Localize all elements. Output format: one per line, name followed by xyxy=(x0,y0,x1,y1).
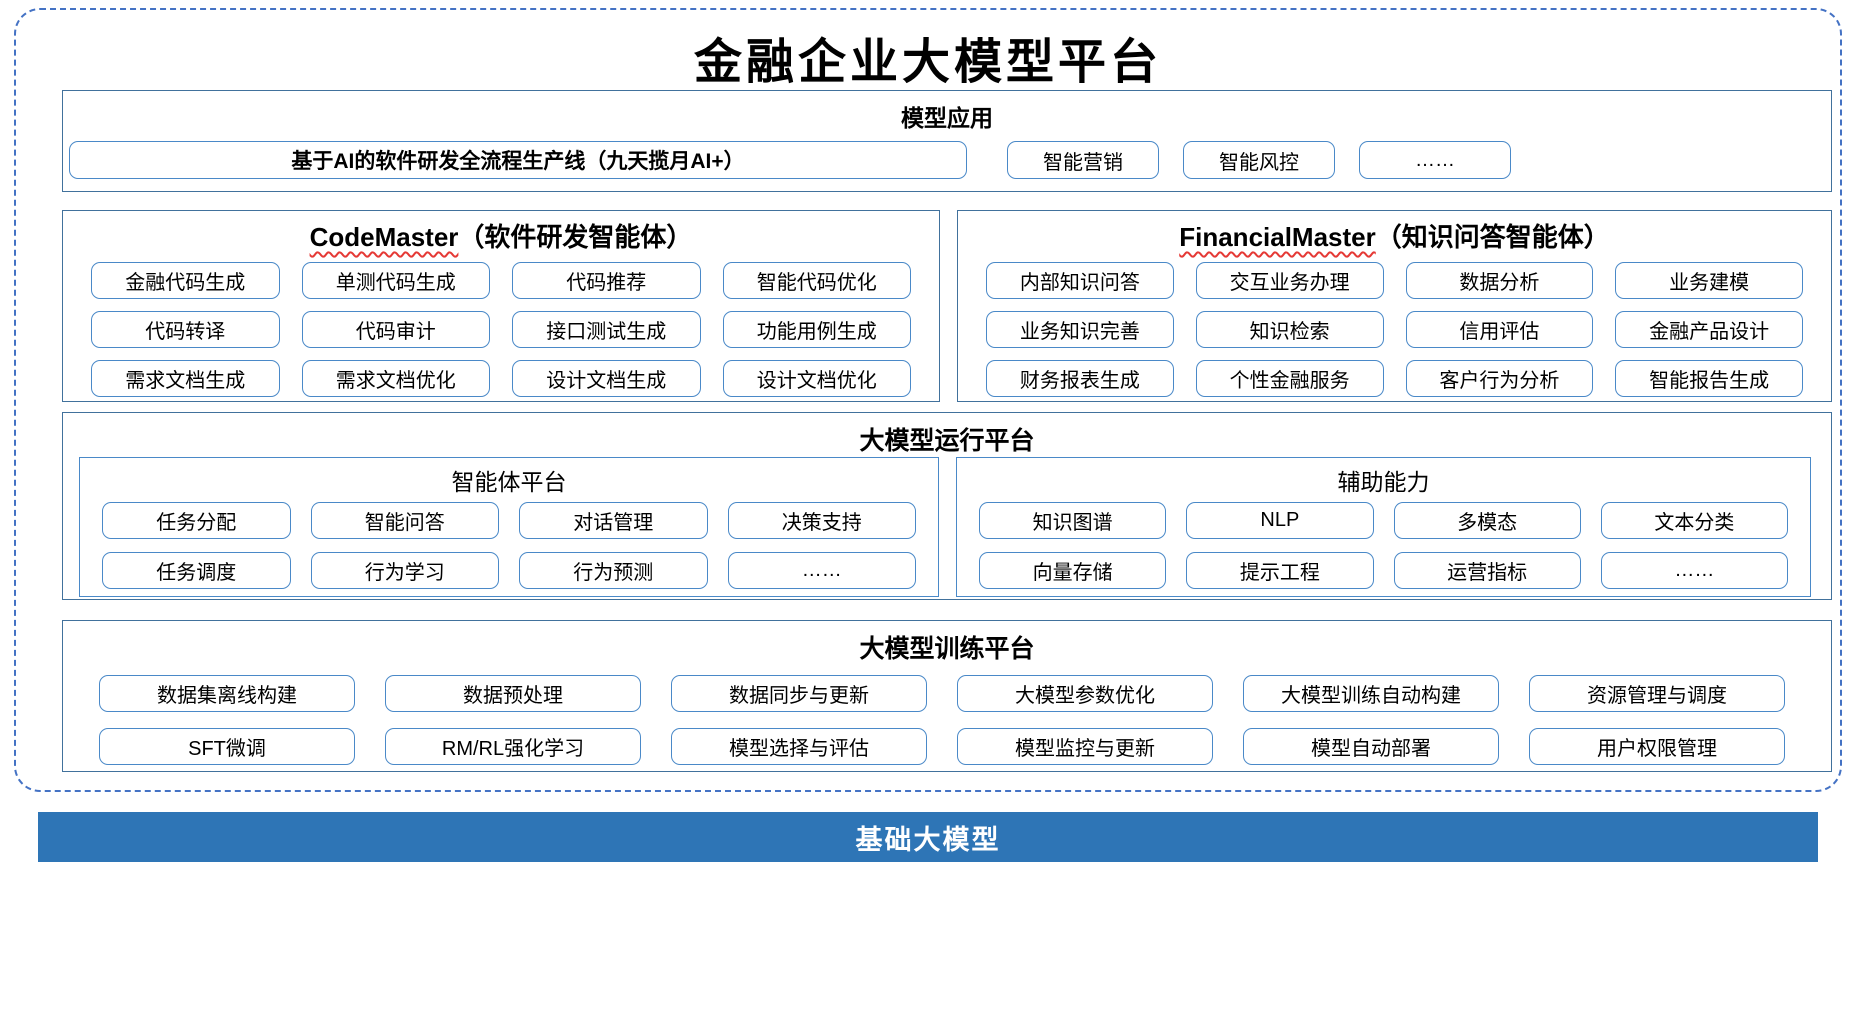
financialmaster-items-grid: 内部知识问答 交互业务办理 数据分析 业务建模 业务知识完善 知识检索 信用评估… xyxy=(986,262,1803,397)
financialmaster-title-en: FinancialMaster xyxy=(1179,222,1376,252)
capability-box: 设计文档优化 xyxy=(722,360,911,397)
capability-box: 金融产品设计 xyxy=(1615,311,1803,348)
page-title: 金融企业大模型平台 xyxy=(693,34,1162,90)
model-applications-row: 基于AI的软件研发全流程生产线（九天揽月AI+） 智能营销 智能风控 …… xyxy=(69,141,1837,179)
capability-box: 数据预处理 xyxy=(385,675,641,712)
capability-box: 运营指标 xyxy=(1393,552,1581,589)
capability-box: 内部知识问答 xyxy=(986,262,1174,299)
aux-capability-items-grid: 知识图谱 NLP 多模态 文本分类 向量存储 提示工程 运营指标 …… xyxy=(979,502,1788,589)
app-item-ellipsis-box: …… xyxy=(1359,141,1511,179)
capability-box: 模型自动部署 xyxy=(1243,728,1499,765)
capability-box: 大模型参数优化 xyxy=(957,675,1213,712)
outer-dashed-border xyxy=(14,8,1842,792)
codemaster-title-zh: （软件研发智能体） xyxy=(458,222,693,252)
capability-box: 资源管理与调度 xyxy=(1529,675,1785,712)
aux-capability-title: 辅助能力 xyxy=(1337,469,1430,495)
runtime-platform-title: 大模型运行平台 xyxy=(859,427,1035,455)
capability-box: 代码转译 xyxy=(91,311,280,348)
capability-box: 对话管理 xyxy=(519,502,708,539)
capability-box: 大模型训练自动构建 xyxy=(1243,675,1499,712)
capability-box: 提示工程 xyxy=(1186,552,1374,589)
codemaster-items-grid: 金融代码生成 单测代码生成 代码推荐 智能代码优化 代码转译 代码审计 接口测试… xyxy=(91,262,911,397)
capability-ellipsis-box: …… xyxy=(1600,552,1788,589)
financialmaster-title: FinancialMaster（知识问答智能体） xyxy=(958,211,1831,254)
capability-box: 智能代码优化 xyxy=(722,262,911,299)
capability-box: 智能报告生成 xyxy=(1615,360,1803,397)
capability-box: 代码推荐 xyxy=(512,262,701,299)
capability-box: 知识图谱 xyxy=(979,502,1167,539)
capability-box: NLP xyxy=(1186,502,1374,539)
capability-box: 知识检索 xyxy=(1195,311,1384,348)
app-pipeline-box: 基于AI的软件研发全流程生产线（九天揽月AI+） xyxy=(69,141,967,179)
capability-box: 决策支持 xyxy=(727,502,916,539)
capability-box: 代码审计 xyxy=(301,311,490,348)
capability-box: 设计文档生成 xyxy=(512,360,701,397)
capability-box: 智能问答 xyxy=(310,502,499,539)
capability-box: SFT微调 xyxy=(99,728,355,765)
capability-box: 数据集离线构建 xyxy=(99,675,355,712)
capability-box: 数据分析 xyxy=(1405,262,1594,299)
capability-box: 多模态 xyxy=(1393,502,1581,539)
capability-box: 财务报表生成 xyxy=(986,360,1174,397)
model-applications-title: 模型应用 xyxy=(901,105,993,131)
agent-platform-title: 智能体平台 xyxy=(451,469,567,495)
capability-box: 行为预测 xyxy=(519,552,708,589)
capability-box: RM/RL强化学习 xyxy=(385,728,641,765)
financialmaster-title-zh: （知识问答智能体） xyxy=(1375,222,1610,252)
capability-box: 个性金融服务 xyxy=(1195,360,1384,397)
section-financialmaster: FinancialMaster（知识问答智能体） 内部知识问答 交互业务办理 数… xyxy=(957,210,1832,402)
training-platform-title: 大模型训练平台 xyxy=(859,635,1035,663)
capability-box: 交互业务办理 xyxy=(1195,262,1384,299)
capability-box: 客户行为分析 xyxy=(1405,360,1594,397)
capability-box: 模型监控与更新 xyxy=(957,728,1213,765)
training-items-grid: 数据集离线构建 数据预处理 数据同步与更新 大模型参数优化 大模型训练自动构建 … xyxy=(99,675,1785,765)
codemaster-title: CodeMaster（软件研发智能体） xyxy=(63,211,939,254)
section-codemaster: CodeMaster（软件研发智能体） 金融代码生成 单测代码生成 代码推荐 智… xyxy=(62,210,940,402)
base-model-bar: 基础大模型 xyxy=(38,812,1818,862)
capability-box: 文本分类 xyxy=(1600,502,1788,539)
section-training-platform: 大模型训练平台 数据集离线构建 数据预处理 数据同步与更新 大模型参数优化 大模… xyxy=(62,620,1832,772)
capability-box: 数据同步与更新 xyxy=(671,675,927,712)
capability-box: 行为学习 xyxy=(310,552,499,589)
capability-box: 任务调度 xyxy=(102,552,291,589)
capability-box: 业务建模 xyxy=(1615,262,1803,299)
subsection-aux-capability: 辅助能力 知识图谱 NLP 多模态 文本分类 向量存储 提示工程 运营指标 …… xyxy=(956,457,1811,597)
capability-box: 接口测试生成 xyxy=(512,311,701,348)
app-item-box: 智能营销 xyxy=(1007,141,1159,179)
capability-box: 任务分配 xyxy=(102,502,291,539)
capability-box: 功能用例生成 xyxy=(722,311,911,348)
app-item-box: 智能风控 xyxy=(1183,141,1335,179)
capability-box: 模型选择与评估 xyxy=(671,728,927,765)
agent-platform-items-grid: 任务分配 智能问答 对话管理 决策支持 任务调度 行为学习 行为预测 …… xyxy=(102,502,916,589)
capability-box: 单测代码生成 xyxy=(301,262,490,299)
capability-box: 用户权限管理 xyxy=(1529,728,1785,765)
subsection-agent-platform: 智能体平台 任务分配 智能问答 对话管理 决策支持 任务调度 行为学习 行为预测… xyxy=(79,457,939,597)
capability-box: 业务知识完善 xyxy=(986,311,1174,348)
capability-box: 需求文档优化 xyxy=(301,360,490,397)
section-runtime-platform: 大模型运行平台 智能体平台 任务分配 智能问答 对话管理 决策支持 任务调度 行… xyxy=(62,412,1832,600)
capability-box: 金融代码生成 xyxy=(91,262,280,299)
capability-ellipsis-box: …… xyxy=(727,552,916,589)
capability-box: 向量存储 xyxy=(979,552,1167,589)
base-model-label: 基础大模型 xyxy=(855,824,1001,855)
section-model-applications: 模型应用 基于AI的软件研发全流程生产线（九天揽月AI+） 智能营销 智能风控 … xyxy=(62,90,1832,192)
codemaster-title-en: CodeMaster xyxy=(309,222,459,252)
capability-box: 信用评估 xyxy=(1405,311,1594,348)
capability-box: 需求文档生成 xyxy=(91,360,280,397)
